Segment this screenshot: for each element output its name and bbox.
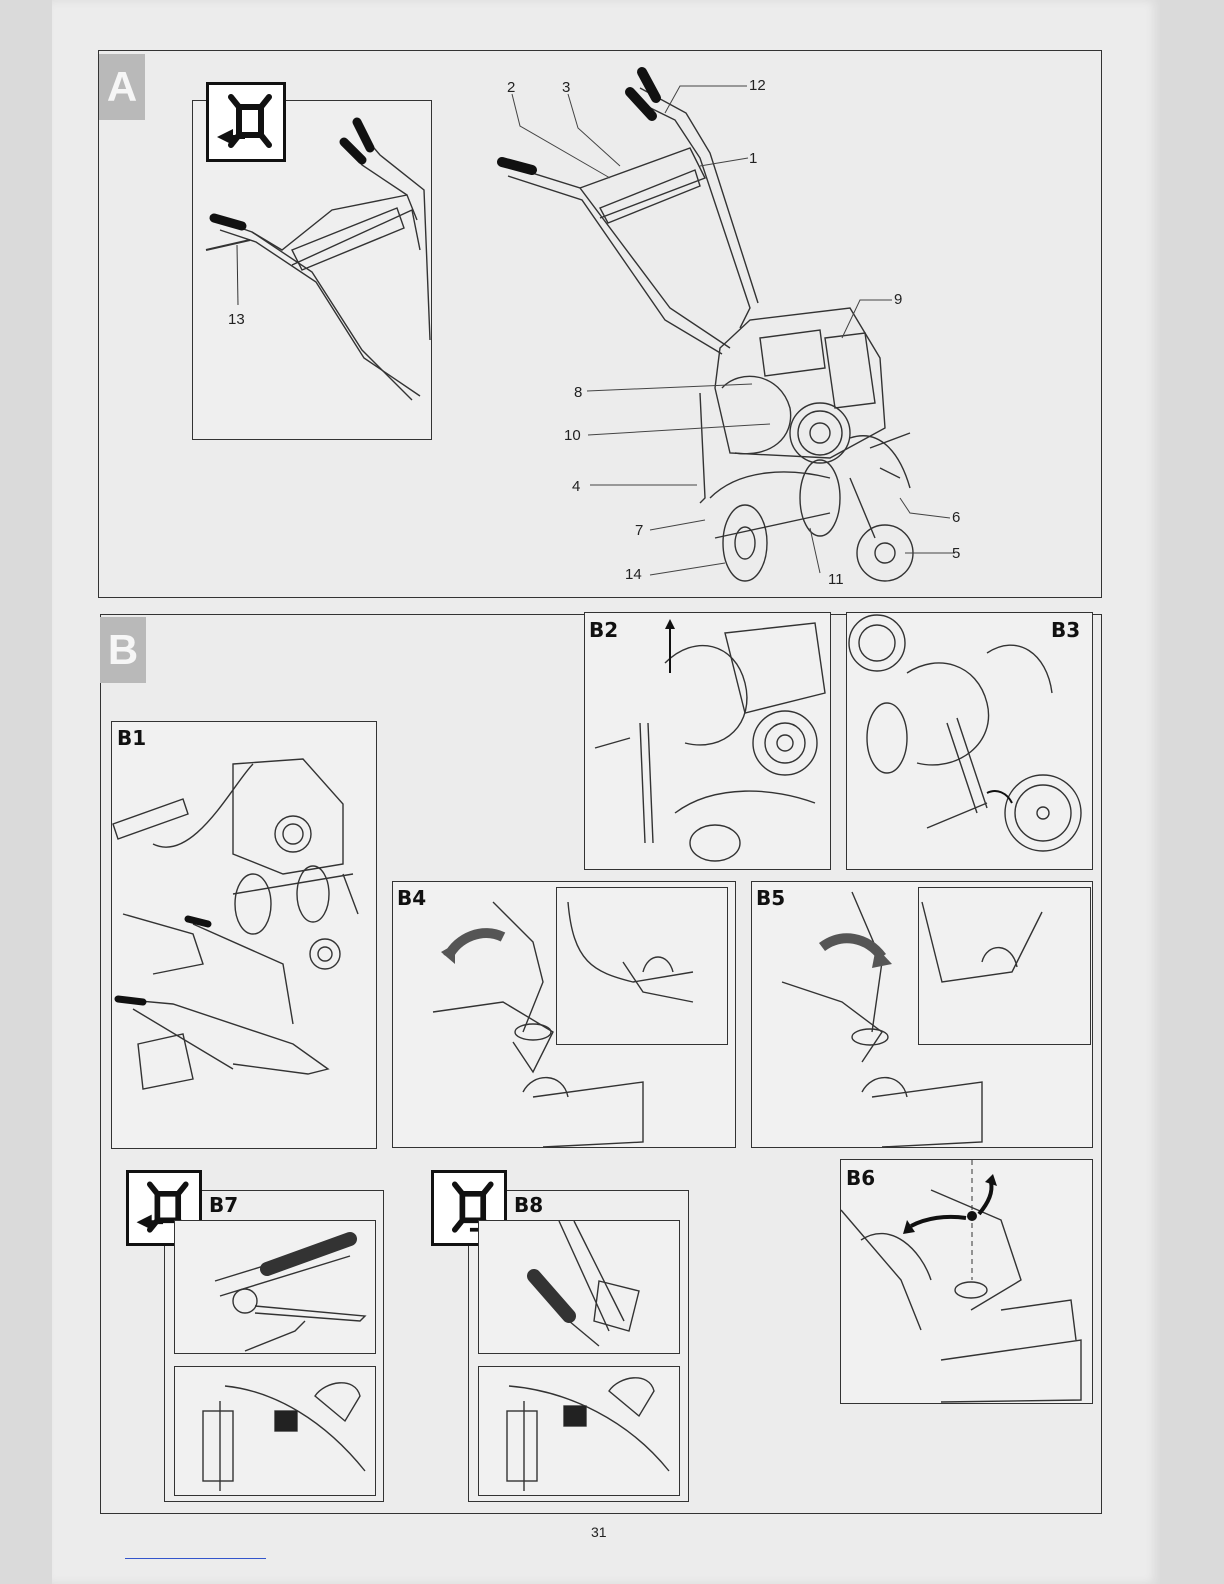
b6-handle-height-illustration <box>841 1160 1091 1402</box>
b2-depth-stake-illustration <box>585 613 830 869</box>
page-number: 31 <box>591 1524 607 1540</box>
b4-handle-fit-illustration <box>393 882 735 1147</box>
callout-9: 9 <box>894 291 902 308</box>
b7-lever-illustration <box>175 1221 375 1501</box>
callout-8: 8 <box>574 384 582 401</box>
section-a-tag: A <box>99 54 145 120</box>
callout-11: 11 <box>828 571 844 588</box>
tiller-illustration <box>490 58 970 588</box>
callout-2: 2 <box>507 79 515 96</box>
callout-7: 7 <box>635 522 643 539</box>
callout-5: 5 <box>952 545 960 562</box>
callout-1: 1 <box>749 150 757 167</box>
panel-b8-label: B8 <box>514 1193 543 1217</box>
callout-14: 14 <box>625 566 642 583</box>
callout-12: 12 <box>749 77 766 94</box>
section-b-tag: B <box>100 617 146 683</box>
b3-wheel-illustration <box>847 613 1092 869</box>
callout-3: 3 <box>562 79 570 96</box>
handlebar-inset-illustration <box>192 100 432 440</box>
callout-4: 4 <box>572 478 580 495</box>
callout-13: 13 <box>228 311 245 328</box>
callout-6: 6 <box>952 509 960 526</box>
b5-handle-turn-illustration <box>752 882 1092 1147</box>
callout-10: 10 <box>564 427 581 444</box>
bottom-rule <box>125 1558 266 1559</box>
b1-parts-illustration <box>113 724 373 1144</box>
b8-lever-illustration <box>479 1221 679 1501</box>
panel-b7-label: B7 <box>209 1193 238 1217</box>
